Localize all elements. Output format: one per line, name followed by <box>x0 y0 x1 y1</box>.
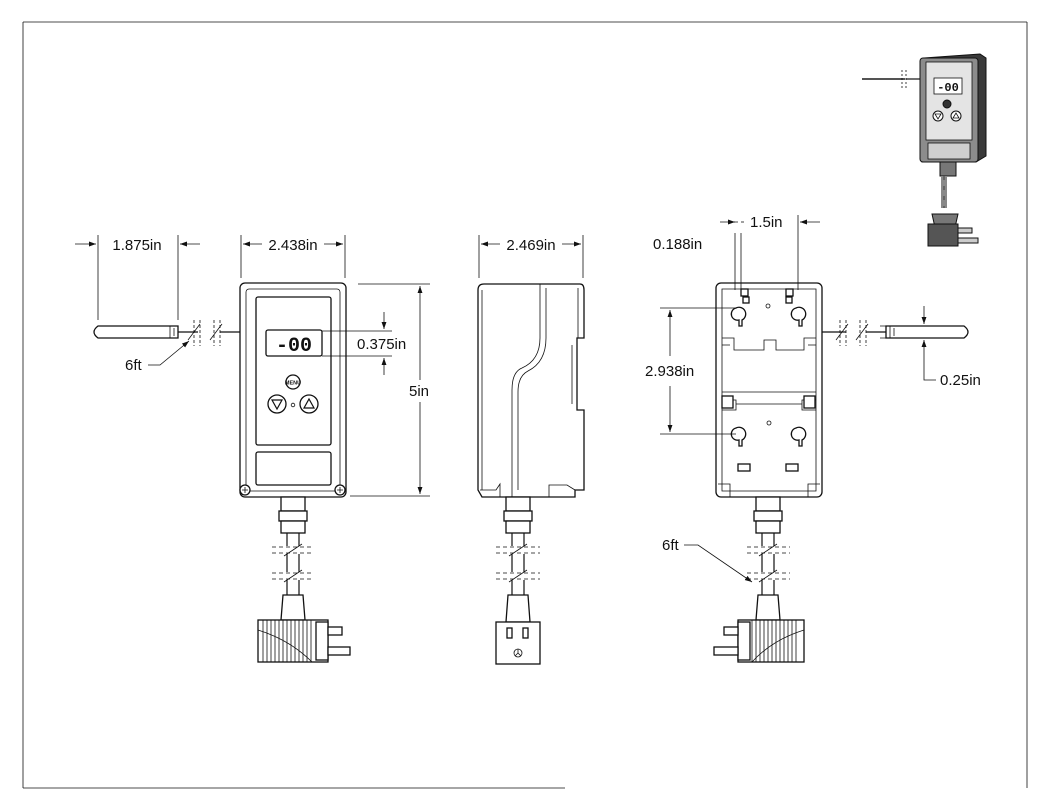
digital-display: -00 <box>265 329 323 358</box>
dimension-front-width: 2.438in <box>240 235 346 278</box>
front-cord-label: 6ft <box>125 357 143 374</box>
plug-front <box>257 619 351 663</box>
dimension-display-height: 0.375in <box>322 312 406 375</box>
display-height-label: 0.375in <box>357 336 406 353</box>
plug-prong-icon <box>723 626 739 636</box>
power-cord-back <box>713 496 805 663</box>
indicator-led-icon <box>290 402 296 408</box>
iso-display-readout: -00 <box>937 81 959 95</box>
probe-length-label: 1.875in <box>112 237 161 254</box>
display-readout: -00 <box>276 335 312 358</box>
probe-diameter-label: 0.25in <box>940 372 981 389</box>
dimension-mount-hole-offset: 0.188in <box>653 219 742 290</box>
plug-prong-icon <box>327 626 343 636</box>
mount-hole-offset-label: 0.188in <box>653 236 702 253</box>
back-cord-label: 6ft <box>662 537 680 554</box>
menu-button[interactable] <box>285 374 301 390</box>
isometric-view: -00 <box>862 53 987 247</box>
back-view: 0.188in 1.5in 2.938in 0.25in 6ft <box>645 214 981 663</box>
dimension-probe-diameter: 0.25in <box>880 306 981 389</box>
tab-icon <box>721 395 734 409</box>
tab-icon <box>803 395 816 409</box>
dimension-probe-length: 1.875in <box>75 235 200 320</box>
thermostat-housing-back <box>715 282 823 498</box>
up-arrow-icon <box>302 397 316 409</box>
sheet-border <box>22 21 1028 789</box>
side-view: 2.469in <box>477 235 585 665</box>
power-cord-side <box>495 496 541 665</box>
front-view: -00 MENU <box>75 235 430 663</box>
keyhole-icon <box>790 426 807 447</box>
plug-slot-icon <box>522 627 529 639</box>
keyhole-icon <box>790 306 807 327</box>
control-buttons: MENU <box>267 374 319 414</box>
mount-vertical-spacing-label: 2.938in <box>645 363 694 380</box>
iso-menu-button[interactable] <box>942 99 952 109</box>
dimension-side-depth: 2.469in <box>478 235 584 278</box>
dimension-height: 5in <box>350 283 430 497</box>
plug-prong-icon <box>327 646 351 656</box>
plug-back <box>713 619 805 663</box>
side-depth-label: 2.469in <box>506 237 555 254</box>
thermostat-housing-side <box>477 283 585 498</box>
down-arrow-icon <box>270 399 284 411</box>
thermostat-housing-front <box>239 282 347 498</box>
temperature-probe-front <box>93 320 244 346</box>
dimension-mount-vertical-spacing: 2.938in <box>645 307 736 435</box>
keyhole-icon <box>730 306 747 327</box>
height-label: 5in <box>409 383 429 400</box>
plug-prong-icon <box>713 646 739 656</box>
temperature-probe-back <box>822 320 969 346</box>
mount-hole-spacing-label: 1.5in <box>750 214 783 231</box>
dimension-mount-hole-spacing: 1.5in <box>741 214 820 290</box>
plug-slot-icon <box>506 627 513 639</box>
menu-button-label: MENU <box>285 381 301 387</box>
plug-side <box>495 621 541 665</box>
iso-down-button[interactable] <box>932 110 944 122</box>
dimension-front-cord: 6ft <box>125 340 190 374</box>
dimension-back-cord: 6ft <box>662 537 753 583</box>
power-cord-front <box>257 496 351 663</box>
front-width-label: 2.438in <box>268 237 317 254</box>
iso-up-button[interactable] <box>950 110 962 122</box>
keyhole-icon <box>730 426 747 447</box>
down-button[interactable] <box>267 394 287 414</box>
up-button[interactable] <box>299 394 319 414</box>
